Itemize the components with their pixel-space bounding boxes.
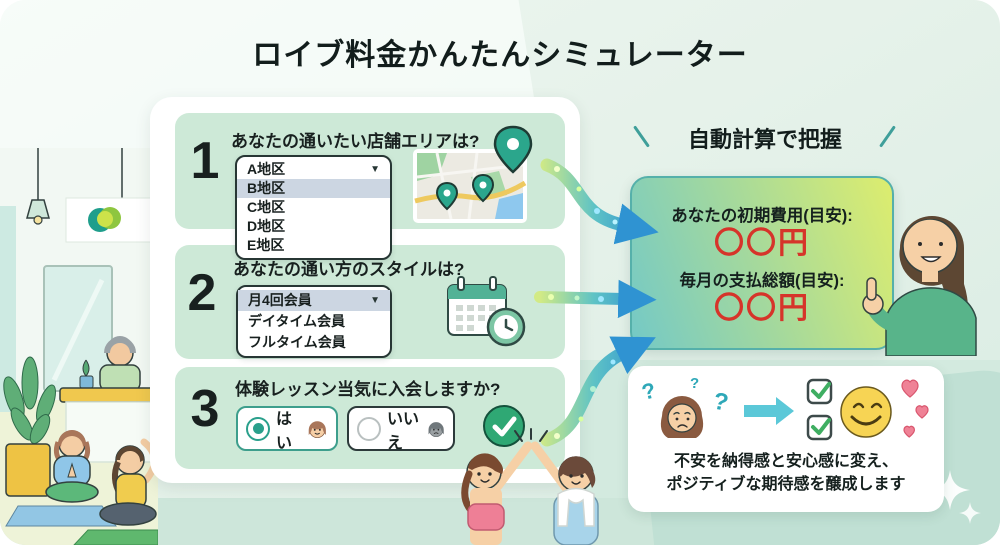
dropdown-arrow-icon: ▼ (370, 295, 380, 306)
initial-cost-value: 〇〇円 (714, 226, 810, 260)
monthly-total-label: 毎月の支払総額(目安): (679, 271, 845, 290)
radio-no[interactable]: いいえ (347, 406, 455, 452)
check-circle-icon (483, 405, 525, 447)
benefit-line-2: ポジティブな期待感を醸成します (666, 476, 906, 494)
radio-unselected-icon (357, 416, 381, 441)
step-1-area: 1 あなたの通いたい店舗エリアは? A地区 ▼ B地区 C地区 D地区 E地区 (175, 113, 565, 260)
radio-selected-icon (246, 416, 270, 441)
area-option[interactable]: C地区 (247, 199, 286, 215)
simulator-panel: 1 あなたの通いたい店舗エリアは? A地区 ▼ B地区 C地区 D地区 E地区 (150, 97, 580, 483)
initial-cost-label: あなたの初期費用(目安): (671, 206, 853, 225)
step-1-question: あなたの通いたい店舗エリアは? (231, 132, 480, 151)
smiley-icon (840, 386, 892, 438)
location-pin-icon (435, 125, 533, 211)
hearts-icon (901, 379, 929, 438)
high-five-illustration (461, 428, 599, 545)
svg-text:?: ? (711, 387, 731, 416)
result-box: あなたの初期費用(目安): 〇〇円 毎月の支払総額(目安): 〇〇円 (630, 176, 894, 350)
map-icon (413, 125, 533, 223)
dropdown-arrow-icon: ▼ (370, 164, 380, 175)
step-2-number: 2 (187, 264, 217, 322)
area-option[interactable]: E地区 (247, 237, 285, 253)
step-3-trial: 3 体験レッスン当気に入会しますか? はい いいえ (175, 367, 565, 469)
step-3-number: 3 (190, 380, 220, 438)
area-option-label: A地区 (247, 161, 286, 177)
style-option[interactable]: フルタイム会員 (248, 334, 346, 350)
worried-to-happy-illustration: ? ? ? (640, 375, 929, 441)
area-dropdown[interactable]: A地区 ▼ B地区 C地区 D地区 E地区 (235, 155, 392, 260)
svg-text:?: ? (690, 375, 699, 392)
step-2-question: あなたの通い方のスタイルは? (233, 260, 465, 279)
style-option-selected[interactable]: 月4回会員 ▼ (238, 290, 390, 311)
calendar-clock-icon (447, 276, 526, 347)
radio-yes-label: はい (276, 410, 293, 452)
flow-arrows-icon (534, 158, 659, 447)
step-3-question: 体験レッスン当気に入会しますか? (235, 380, 501, 399)
thumbs-up-woman-illustration (862, 216, 977, 356)
benefit-line-1: 不安を納得感と安心感に変え、 (673, 453, 898, 470)
radio-no-label: いいえ (387, 410, 420, 452)
step-2-style: 2 あなたの通い方のスタイルは? 月4回会員 ▼ デイタイム会員 フルタイム会員 (175, 245, 565, 359)
monthly-total-value: 〇〇円 (714, 291, 810, 325)
style-dropdown[interactable]: 月4回会員 ▼ デイタイム会員 フルタイム会員 (236, 285, 392, 358)
area-option-selected[interactable]: A地区 ▼ (237, 160, 390, 179)
sparkle-icon (930, 470, 981, 524)
step-1-number: 1 (190, 132, 220, 190)
transition-arrow-icon (744, 397, 794, 425)
area-option[interactable]: D地区 (247, 218, 286, 234)
radio-yes[interactable]: はい (236, 406, 338, 452)
question-mark-icon: ? (640, 377, 658, 405)
benefit-box: ? ? ? (628, 366, 944, 512)
style-option[interactable]: デイタイム会員 (248, 313, 346, 329)
auto-calc-heading: 自動計算で把握 (687, 127, 842, 152)
yoga-studio-illustration (0, 148, 158, 545)
area-option[interactable]: B地区 (237, 179, 390, 198)
sad-face-icon (428, 421, 444, 437)
happy-face-icon (309, 420, 327, 438)
style-option-label: 月4回会員 (248, 292, 312, 308)
checkbox-icon (806, 378, 833, 441)
page-title: ロイブ料金かんたんシミュレーター (252, 39, 748, 72)
